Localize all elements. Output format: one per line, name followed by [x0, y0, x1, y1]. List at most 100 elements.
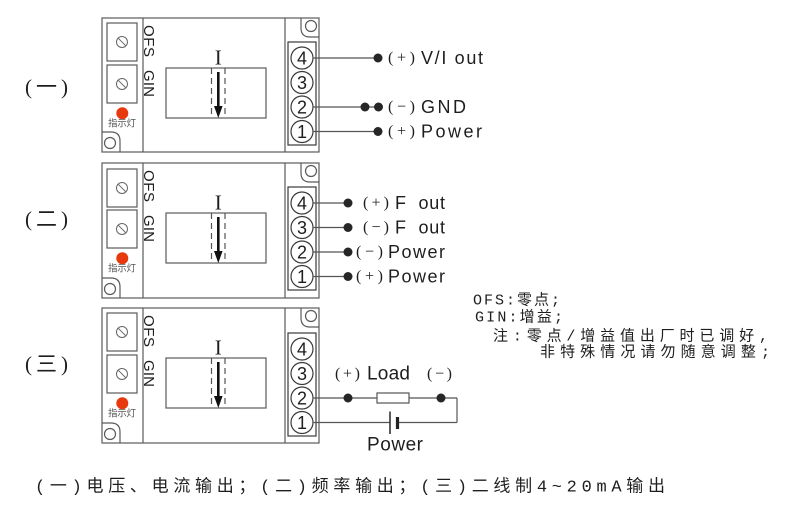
terminal-number: 4: [297, 49, 307, 69]
terminal-dot: [374, 102, 383, 112]
note-remark-line-1: 注:零点/增益值出厂时已调好,: [493, 328, 768, 346]
ofs-potentiometer: [106, 22, 138, 62]
terminal-number: 4: [297, 340, 307, 360]
gin-potentiometer: [106, 64, 138, 104]
signal-label: Power: [388, 267, 445, 287]
terminal-4: 4: [290, 191, 314, 215]
mounting-hole-icon: [103, 427, 117, 441]
load-label: Load: [367, 364, 410, 385]
current-symbol: I: [215, 46, 222, 70]
terminal-1: 1: [290, 410, 314, 435]
terminal-1: 1: [290, 119, 314, 144]
module-1-label: (一): [25, 75, 68, 99]
terminal-2: 2: [290, 95, 314, 119]
pot-frame: [106, 168, 138, 208]
terminal-dot: [373, 127, 383, 136]
ofs-label: OFS: [140, 25, 157, 57]
terminal-2: 2: [290, 240, 314, 264]
indicator-led: [116, 252, 129, 265]
adjustment-notes: OFS:零点; GIN:增益; 注:零点/增益值出厂时已调好, 非特殊情况请勿随…: [473, 292, 770, 362]
mounting-notch-bottom-left: [102, 422, 121, 443]
module-2-label: (二): [25, 207, 68, 231]
load-negative-label: (−): [427, 366, 452, 383]
sensing-window: [165, 67, 267, 119]
mounting-hole-icon: [304, 309, 318, 323]
connection-terminal-4: (+) V/I out: [313, 48, 483, 68]
note-remark-line-2: 非特殊情况请勿随意调整;: [540, 343, 770, 362]
terminal-3: 3: [290, 70, 314, 95]
module-housing: [101, 162, 320, 299]
connection-terminal-1: (+) Power: [313, 122, 482, 142]
note-ofs: OFS:零点;: [473, 292, 560, 310]
mounting-notch-top-right: [300, 18, 319, 38]
pot-frame: [106, 64, 138, 104]
gin-label: GIN: [140, 215, 157, 242]
terminal-dot: [343, 247, 353, 257]
screw-icon: [116, 223, 128, 235]
terminal-dot: [373, 53, 383, 63]
module-3-loop-circuit: (+) Load (−) Power: [313, 364, 458, 456]
ofs-potentiometer: [106, 312, 138, 352]
terminal-number: 2: [297, 243, 307, 263]
connection-terminal-1: (+) Power: [313, 267, 445, 287]
terminal-dot: [343, 272, 353, 281]
signal-label: V/I out: [421, 48, 483, 68]
current-direction-arrow-icon: [214, 217, 223, 263]
polarity-sign: (+): [356, 268, 383, 285]
indicator-led: [116, 397, 129, 410]
gin-label: GIN: [140, 70, 157, 97]
polarity-sign: (−): [363, 219, 389, 236]
module-1-connections: (+) V/I out (−) GND (+) Power: [313, 48, 483, 142]
load-resistor-icon: [376, 392, 410, 404]
mounting-notch-bottom-left: [102, 277, 121, 298]
ofs-potentiometer: [106, 168, 138, 208]
terminal-number: 4: [297, 194, 307, 214]
sensing-window: [165, 212, 267, 264]
current-symbol: I: [215, 336, 222, 360]
mounting-hole-icon: [103, 282, 117, 296]
screw-icon: [116, 368, 128, 380]
terminal-number: 1: [297, 122, 307, 142]
sensing-window: [165, 357, 267, 409]
screw-icon: [116, 78, 128, 90]
module-2: OFS GIN 指示灯 I 4 3 2 1: [101, 162, 320, 299]
terminal-3: 3: [290, 215, 314, 240]
signal-label: Power: [421, 122, 482, 142]
terminal-number: 1: [297, 413, 307, 433]
pot-frame: [106, 209, 138, 249]
connection-terminal-2: (−) GND: [313, 97, 466, 117]
indicator-label: 指示灯: [108, 408, 136, 420]
terminal-3: 3: [290, 361, 314, 386]
module-3: OFS GIN 指示灯 I 4 3 2 1: [101, 307, 320, 444]
signal-label: F out: [395, 218, 445, 238]
polarity-sign: (+): [388, 123, 415, 140]
signal-label: F out: [395, 193, 445, 213]
mounting-notch-bottom-left: [102, 131, 121, 152]
pot-frame: [106, 354, 138, 394]
terminal-block: [287, 186, 317, 291]
module-2-connections: (+) F out (−) F out (−) Power (+) Power: [313, 193, 445, 287]
terminal-1: 1: [290, 264, 314, 289]
screw-icon: [116, 182, 128, 194]
mounting-notch-top-right: [300, 163, 319, 183]
terminal-block: [287, 41, 317, 146]
module-housing: [101, 17, 320, 153]
terminal-number: 3: [297, 218, 307, 238]
gin-label: GIN: [140, 360, 157, 387]
ofs-label: OFS: [140, 315, 157, 347]
terminal-dot: [360, 102, 370, 112]
terminal-4: 4: [290, 337, 314, 361]
module-1: OFS GIN 指示灯 I 4 3 2 1: [101, 17, 320, 153]
gin-potentiometer: [106, 354, 138, 394]
pot-frame: [106, 22, 138, 62]
connection-terminal-4: (+) F out: [313, 193, 445, 213]
signal-label: Power: [388, 242, 445, 262]
indicator-label: 指示灯: [108, 263, 136, 275]
polarity-sign: (−): [388, 99, 415, 116]
terminal-dot: [343, 198, 353, 208]
terminal-number: 1: [297, 267, 307, 287]
load-positive-label: (+): [335, 366, 360, 383]
mounting-hole-icon: [304, 19, 318, 33]
supply-label: Power: [367, 435, 424, 456]
